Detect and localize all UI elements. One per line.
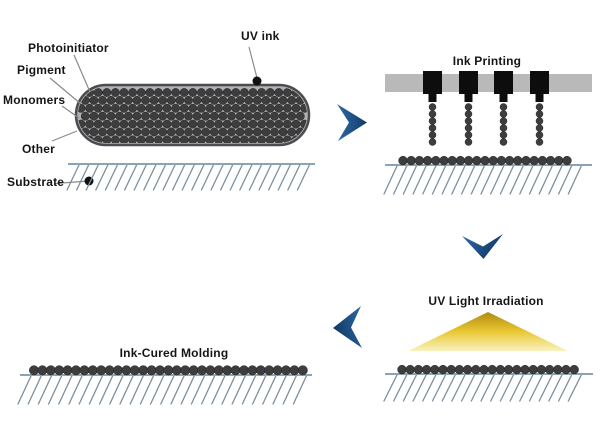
leader-line-substrate	[54, 180, 90, 185]
label-pigment: Pigment	[17, 63, 66, 77]
leader-line-other	[51, 130, 78, 142]
arrow-down-icon	[462, 234, 503, 259]
substrate-hatching-uv-irradiation	[383, 364, 593, 402]
leader-line-uv-ink	[248, 46, 258, 79]
arrow-left-icon	[333, 306, 362, 348]
leader-line-pigment	[49, 77, 82, 105]
printer-assembly	[385, 71, 592, 146]
label-substrate: Substrate	[7, 175, 65, 189]
label-uv-ink: UV ink	[241, 29, 280, 43]
print-heads	[423, 71, 549, 102]
substrate-hatching-ink-cured	[17, 365, 312, 405]
label-photoinitiator: Photoinitiator	[28, 41, 109, 55]
printer-bar	[385, 74, 592, 92]
label-other: Other	[22, 142, 56, 156]
step-title-ink-cured: Ink-Cured Molding	[119, 346, 229, 360]
label-leader-lines	[49, 46, 262, 186]
label-monomers: Monomers	[3, 93, 66, 107]
leader-line-monomers	[61, 105, 80, 119]
capsule-ink-particles	[78, 88, 307, 143]
substrate-hatching-ink-printing	[383, 155, 592, 195]
substrate-hatching-top-left	[66, 163, 315, 191]
uv-light-beam	[408, 312, 568, 351]
uv-ink-marker-dot	[252, 76, 262, 86]
step-title-uv-irradiation: UV Light Irradiation	[428, 294, 544, 308]
step-title-ink-printing: Ink Printing	[452, 54, 522, 68]
uv-ink-capsule	[74, 83, 311, 147]
leader-line-photoinitiator	[73, 54, 91, 93]
ink-droplet-columns	[428, 103, 544, 146]
arrow-right-icon	[337, 104, 367, 141]
